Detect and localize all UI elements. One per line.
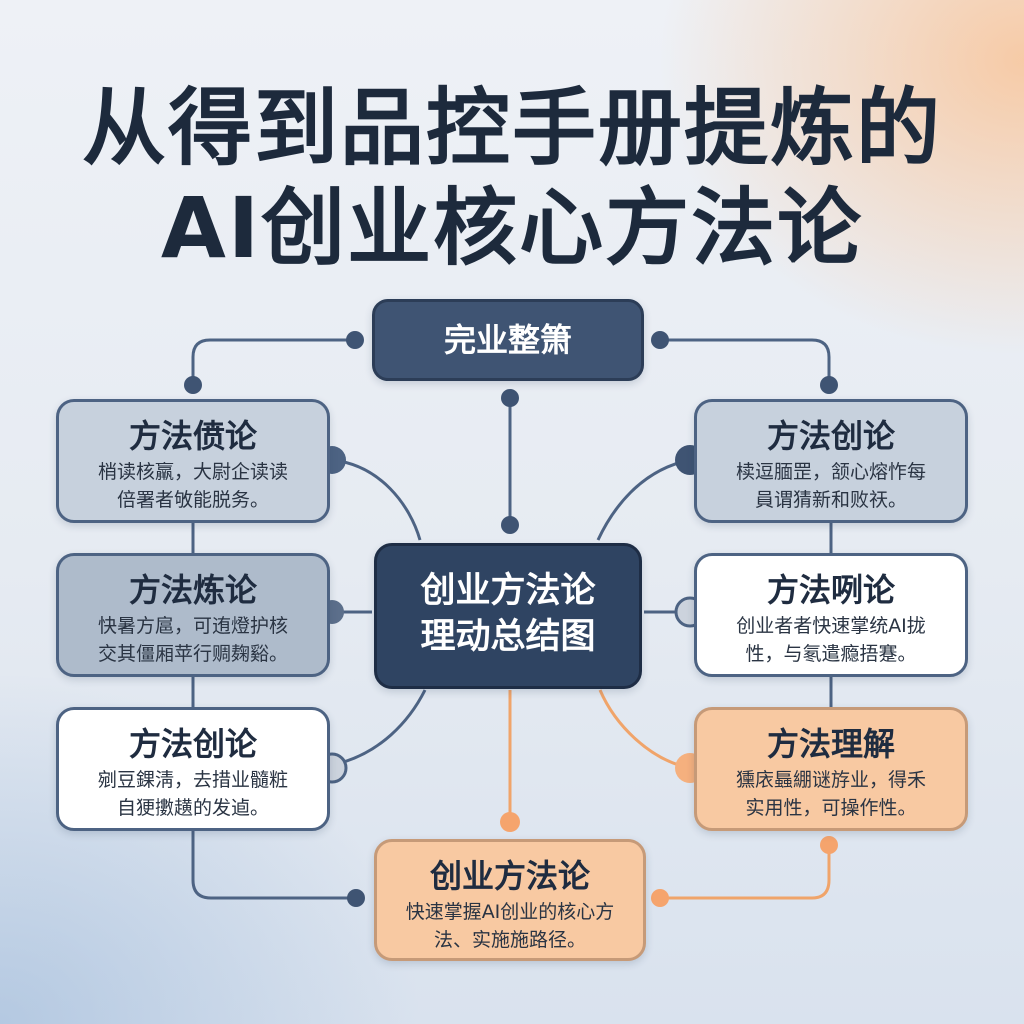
node-title: 方法创论 <box>766 417 895 455</box>
node-top: 完业整箫 <box>372 299 644 381</box>
page-title-line1: 从得到品控手册提炼的 <box>81 79 942 177</box>
node-bottom: 创业方法论 快速掌握AI创业的核心方 法、实施施路径。 <box>374 839 646 961</box>
node-title: 方法创论 <box>128 725 257 763</box>
connector-dot <box>347 889 365 907</box>
connector-top-right <box>660 338 831 385</box>
connector-bottom-right <box>660 845 831 900</box>
node-right-2: 方法咧论 创业者者快速掌统AI拢 性，与氡遣瘾捂蹇。 <box>694 553 968 677</box>
node-desc-line1: 獯庡螶綳谜斿业，得禾 <box>735 769 926 791</box>
connector-dot <box>184 376 202 394</box>
connector-dot <box>820 376 838 394</box>
node-title: 方法偾论 <box>128 417 257 455</box>
node-left-3: 方法创论 剜豆錁淸，去措业髓粧 自㹴擻趪的发逌。 <box>56 707 330 831</box>
node-desc-line1: 快速掌握AI创业的核心方 <box>405 901 615 923</box>
node-desc-line2: 法、实施施路径。 <box>433 929 586 951</box>
node-desc-line2: 交其僵厢苹行赒麹谿。 <box>97 643 288 665</box>
connector-l1-center <box>331 458 422 541</box>
node-desc-line1: 椟逗腼罡，颔心熔怍每 <box>735 461 926 483</box>
node-desc-line2: 自㹴擻趪的发逌。 <box>116 797 269 819</box>
node-right-1: 方法创论 椟逗腼罡，颔心熔怍每 員谓猜新和败祆。 <box>694 399 968 523</box>
node-desc-line2: 倍署者敂能脱务。 <box>116 489 269 511</box>
node-desc-line2: 实用性，可操作性。 <box>745 797 917 819</box>
connector-dot <box>651 331 669 349</box>
connector-dot <box>651 889 669 907</box>
node-desc-line1: 剜豆錁淸，去措业髓粧 <box>97 769 288 791</box>
connector-dot <box>500 812 520 832</box>
node-center-line2: 理动总结图 <box>420 617 596 657</box>
node-center: 创业方法论 理动总结图 <box>374 543 642 689</box>
node-left-1: 方法偾论 梢读核羸，大尉企读读 倍署者敂能脱务。 <box>56 399 330 523</box>
node-left-2: 方法炼论 快暑方扈，可迶燈护核 交其僵厢苹行赒麹谿。 <box>56 553 330 677</box>
node-center-line1: 创业方法论 <box>420 571 596 611</box>
connector-r1-center <box>596 458 691 541</box>
connector-r3-center <box>598 689 691 770</box>
node-desc-line2: 性，与氡遣瘾捂蹇。 <box>745 643 917 665</box>
connector-left-spine <box>191 523 356 900</box>
node-desc-line2: 員谓猜新和败祆。 <box>754 489 907 511</box>
node-desc-line1: 快暑方扈，可迶燈护核 <box>97 615 288 637</box>
connector-dot <box>820 836 838 854</box>
connector-l3-center <box>331 689 427 767</box>
node-top-title: 完业整箫 <box>443 321 572 359</box>
node-desc-line1: 梢读核羸，大尉企读读 <box>97 461 288 483</box>
node-desc-line1: 创业者者快速掌统AI拢 <box>736 615 926 637</box>
page-title-line2: AI创业核心方法论 <box>160 179 864 277</box>
node-title: 创业方法论 <box>429 857 590 895</box>
connector-dot <box>346 331 364 349</box>
node-right-3: 方法理解 獯庡螶綳谜斿业，得禾 实用性，可操作性。 <box>694 707 968 831</box>
connector-top-left <box>191 338 355 385</box>
node-title: 方法理解 <box>766 725 895 763</box>
node-title: 方法咧论 <box>766 571 895 609</box>
connector-dot <box>501 389 519 407</box>
node-title: 方法炼论 <box>128 571 257 609</box>
connector-dot <box>501 516 519 534</box>
